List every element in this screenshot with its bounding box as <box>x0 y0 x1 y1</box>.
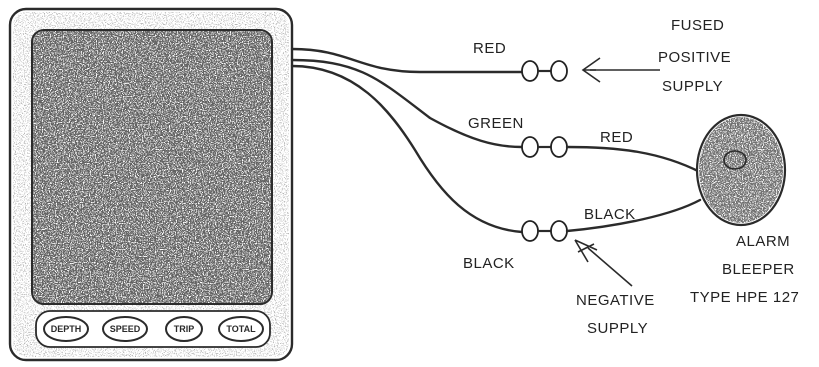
bleeper-black-label: BLACK <box>584 206 636 223</box>
positive-supply-arrow <box>581 57 660 83</box>
green-connector <box>521 136 568 158</box>
speed-button-label: SPEED <box>110 324 141 334</box>
button-strip <box>35 310 271 348</box>
alarm-bleeper <box>695 113 787 227</box>
green-wire-label: GREEN <box>468 115 524 132</box>
total-button[interactable]: TOTAL <box>218 316 264 342</box>
green-wire <box>290 58 524 149</box>
supply-label: SUPPLY <box>662 78 723 95</box>
red-wire-label: RED <box>473 40 506 57</box>
depth-button[interactable]: DEPTH <box>43 316 89 342</box>
negative-supply-arrow <box>574 239 633 287</box>
black-wire-label: BLACK <box>463 255 515 272</box>
positive-label: POSITIVE <box>658 49 731 66</box>
bleeper-center <box>723 150 747 170</box>
alarm-label: ALARM <box>736 233 790 250</box>
trip-button[interactable]: TRIP <box>165 316 203 342</box>
type-label: TYPE HPE 127 <box>690 289 799 306</box>
negative-supply-label: SUPPLY <box>587 320 648 337</box>
black-wire <box>290 64 524 234</box>
black-connector <box>521 220 568 242</box>
bleeper-label: BLEEPER <box>722 261 795 278</box>
display-unit: DEPTH SPEED TRIP TOTAL <box>8 7 294 362</box>
screen-texture <box>33 31 271 303</box>
bleeper-black-wire <box>565 198 702 233</box>
negative-label: NEGATIVE <box>576 292 655 309</box>
bleeper-red-label: RED <box>600 129 633 146</box>
bleeper-red-wire <box>565 145 702 174</box>
speed-button[interactable]: SPEED <box>102 316 148 342</box>
fused-label: FUSED <box>671 17 724 34</box>
total-button-label: TOTAL <box>226 324 256 334</box>
depth-button-label: DEPTH <box>51 324 82 334</box>
red-connector <box>521 60 568 82</box>
trip-button-label: TRIP <box>174 324 195 334</box>
red-wire <box>290 47 524 74</box>
